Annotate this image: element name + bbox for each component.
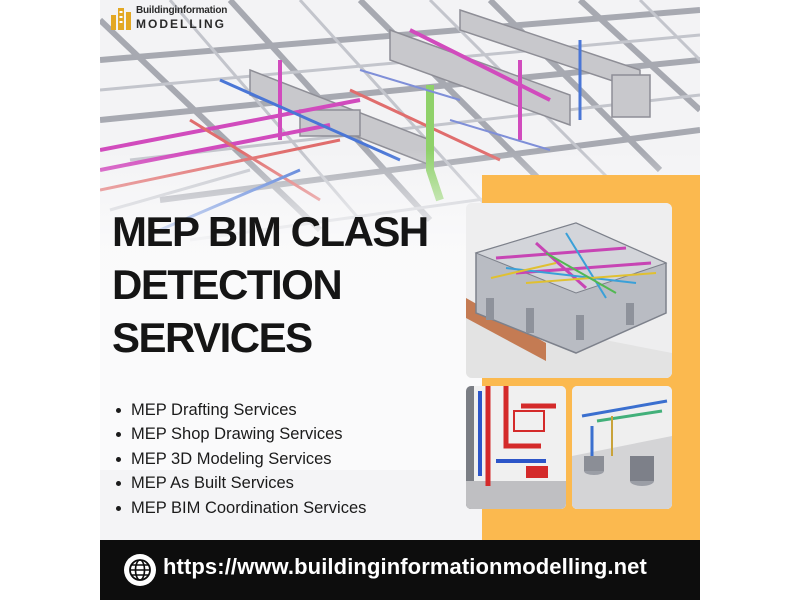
logo-text-line1: Buildinginformation bbox=[136, 5, 228, 16]
title-line-1: MEP BIM CLASH bbox=[112, 208, 429, 255]
bullet-icon bbox=[116, 456, 121, 462]
promo-card: Buildinginformation MODELLING MEP BIM CL… bbox=[100, 0, 700, 600]
service-item: MEP BIM Coordination Services bbox=[116, 496, 366, 521]
service-label: MEP BIM Coordination Services bbox=[131, 498, 367, 517]
service-item: MEP Drafting Services bbox=[116, 398, 366, 423]
page-title: MEP BIM CLASH DETECTION SERVICES bbox=[112, 205, 472, 364]
website-url-link[interactable]: https://www.buildinginformationmodelling… bbox=[163, 554, 647, 579]
building-logo-icon bbox=[111, 8, 131, 30]
service-item: MEP As Built Services bbox=[116, 472, 366, 497]
globe-icon bbox=[124, 554, 156, 586]
company-logo: Buildinginformation MODELLING bbox=[110, 5, 227, 31]
service-item: MEP Shop Drawing Services bbox=[116, 423, 366, 448]
services-list: MEP Drafting Services MEP Shop Drawing S… bbox=[116, 398, 366, 521]
bim-building-model-image bbox=[466, 203, 672, 378]
footer-bar: https://www.buildinginformationmodelling… bbox=[100, 540, 700, 600]
service-label: MEP 3D Modeling Services bbox=[131, 449, 332, 468]
title-line-2: DETECTION bbox=[112, 261, 343, 308]
hvac-equipment-image bbox=[572, 386, 672, 509]
fire-protection-pipes-image bbox=[466, 386, 566, 509]
bullet-icon bbox=[116, 481, 121, 487]
bullet-icon bbox=[116, 432, 121, 438]
service-item: MEP 3D Modeling Services bbox=[116, 447, 366, 472]
service-label: MEP Shop Drawing Services bbox=[131, 425, 343, 444]
service-label: MEP As Built Services bbox=[131, 474, 294, 493]
title-line-3: SERVICES bbox=[112, 314, 313, 361]
logo-text-line2: MODELLING bbox=[136, 17, 226, 31]
bullet-icon bbox=[116, 505, 121, 511]
service-label: MEP Drafting Services bbox=[131, 400, 297, 419]
bullet-icon bbox=[116, 407, 121, 413]
